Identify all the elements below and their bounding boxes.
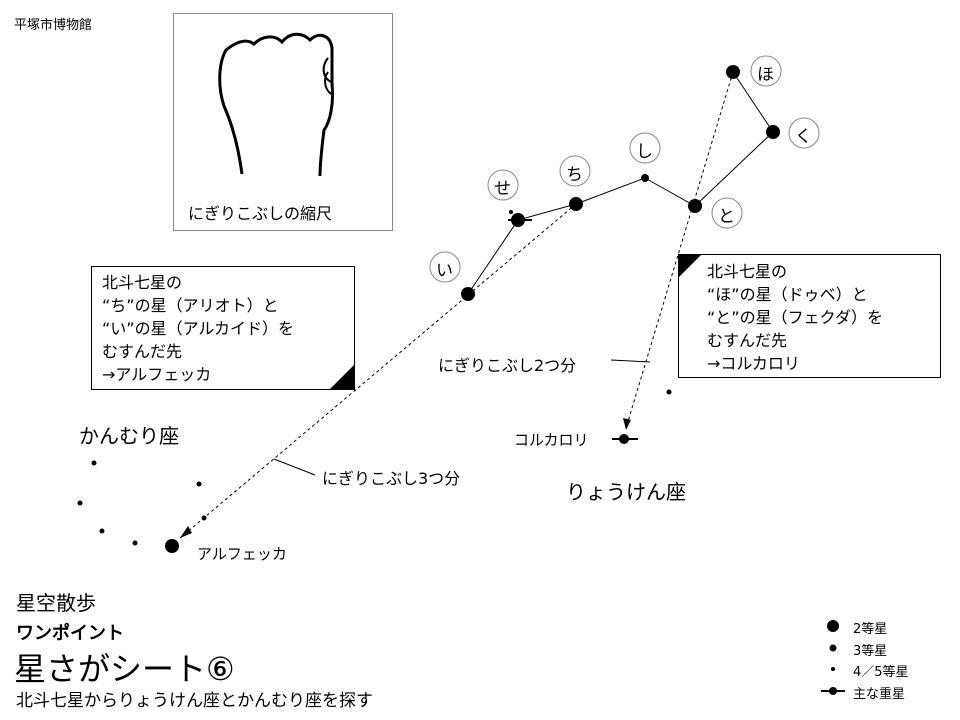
constellation-canes-venatici: りょうけん座 — [566, 480, 686, 504]
legend-3rd-mag-icon — [829, 644, 837, 652]
star-phecda — [688, 199, 702, 213]
callout-corner-mark — [330, 365, 354, 389]
legend-2nd-mag: 2等星 — [853, 622, 888, 637]
label-to: と — [718, 207, 735, 227]
arrowhead-cor-caroli — [623, 418, 631, 430]
legend-4-5-mag-icon — [831, 667, 835, 671]
callout-corner-mark — [679, 255, 701, 277]
label-chi: ち — [566, 165, 583, 185]
name-alphecca: アルフェッカ — [197, 545, 287, 563]
star-alphecca — [165, 539, 179, 553]
measure-three-fists: にぎりこぶし3つ分 — [322, 469, 461, 488]
leader-two-fists — [610, 359, 651, 363]
callout-cor-caroli: 北斗七星の “ほ”の星（ドゥベ）と “と”の星（フェクダ）を むすんだ先 →コル… — [678, 254, 941, 378]
legend-3rd-mag: 3等星 — [853, 644, 888, 659]
name-cor-caroli: コルカロリ — [514, 431, 589, 449]
measure-two-fists: にぎりこぶし2つ分 — [438, 356, 577, 375]
page-title: 星さがシート⑥ — [14, 650, 235, 688]
title-one-point: ワンポイント — [16, 623, 124, 644]
fist-illustration — [218, 32, 334, 177]
pointer-line-cor-caroli — [625, 71, 734, 429]
label-shi: し — [636, 142, 653, 162]
museum-name: 平塚市博物館 — [14, 18, 93, 33]
star-alcor — [509, 210, 513, 214]
label-i: い — [436, 261, 453, 281]
title-stargazing-walk: 星空散歩 — [16, 591, 96, 615]
fist-caption: にぎりこぶしの縮尺 — [188, 204, 333, 223]
label-ku: く — [795, 127, 812, 147]
fist-scale-box: にぎりこぶしの縮尺 — [173, 13, 393, 231]
arrowhead-alphecca — [180, 526, 192, 538]
label-ho: ほ — [757, 65, 774, 85]
star-canes-2 — [666, 389, 672, 395]
star-cor-caroli — [619, 434, 629, 444]
page-subtitle: 北斗七星からりょうけん座とかんむり座を探す — [16, 691, 373, 711]
star-dubhe — [726, 65, 740, 79]
pointer-line-alphecca — [179, 203, 577, 539]
leader-three-fists — [273, 458, 316, 476]
callout-alphecca: 北斗七星の “ち”の星（アリオト）と “い”の星（アルカイド）を むすんだ先 →… — [91, 266, 355, 390]
label-se: せ — [494, 179, 511, 199]
legend-2nd-mag-icon — [827, 620, 839, 632]
star-alkaid — [461, 287, 475, 301]
legend-4-5-mag: 4／5等星 — [853, 665, 909, 680]
legend-double-star: 主な重星 — [853, 687, 906, 702]
constellation-corona-borealis: かんむり座 — [79, 424, 179, 448]
star-alioth — [569, 197, 583, 211]
star-merak — [766, 125, 780, 139]
star-megrez — [641, 174, 649, 182]
